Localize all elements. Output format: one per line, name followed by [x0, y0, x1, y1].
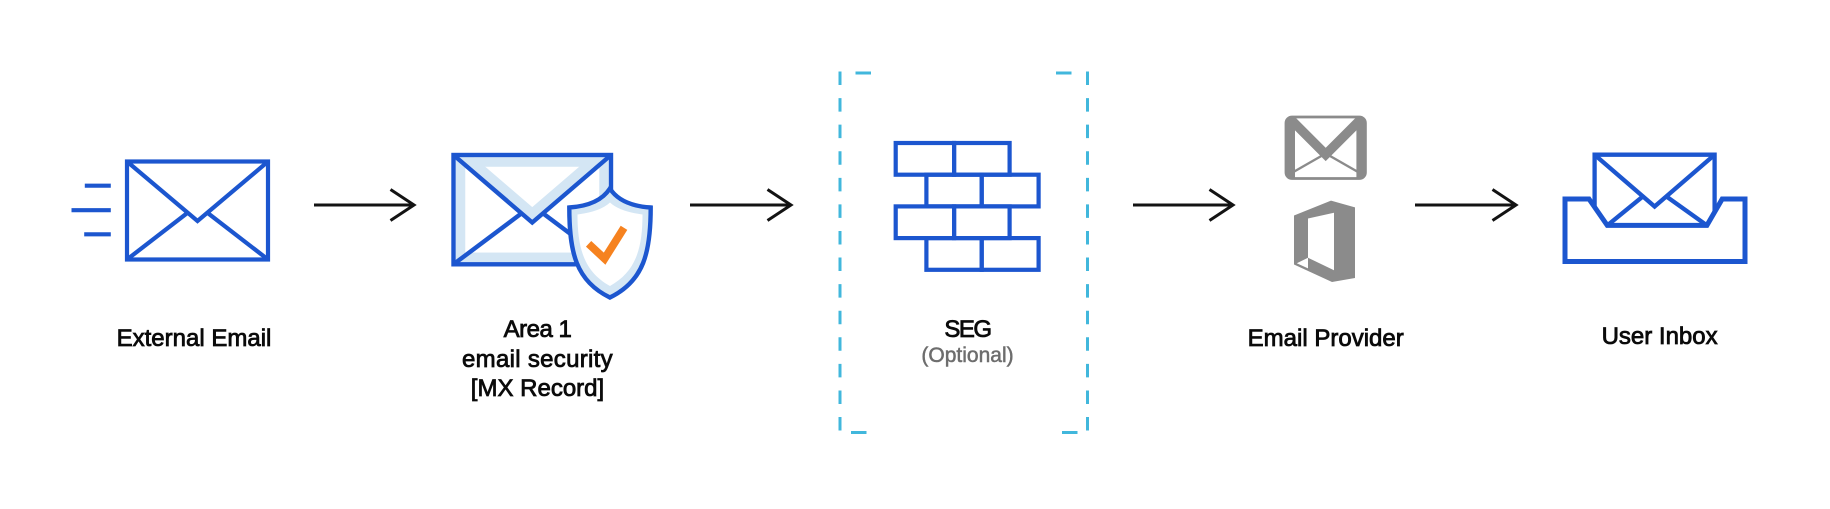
envelope-fold-left	[1605, 195, 1644, 228]
gmail-m-bar-left	[1286, 117, 1295, 179]
envelope-speed-icon	[71, 159, 271, 262]
optional-dashed-box	[838, 71, 1089, 434]
envelope-flap	[125, 159, 270, 224]
brick-row1-left	[893, 140, 957, 177]
envelope-inner-flap	[459, 157, 605, 220]
arrow-head	[1208, 188, 1236, 222]
brick-row4-right	[979, 236, 1041, 272]
arrow-1	[314, 188, 417, 222]
brick-row2-left	[924, 172, 984, 209]
label-user-inbox: User Inbox	[1601, 323, 1718, 351]
arrow-head	[1491, 188, 1519, 222]
arrow-head	[766, 188, 794, 222]
label-area1-line1: Area 1	[503, 316, 572, 344]
brick-row2-right	[979, 172, 1041, 209]
office-icon	[1294, 200, 1355, 282]
arrow-2	[690, 188, 794, 222]
brick-row3-left	[893, 204, 957, 241]
label-area1-line2: email security	[462, 345, 613, 373]
inbox-tray-envelope-icon	[1562, 152, 1748, 264]
gmail-thin-fold-left	[1291, 152, 1327, 174]
envelope-fold-left	[125, 211, 189, 262]
gmail-m-vee	[1286, 117, 1366, 162]
label-external-email: External Email	[116, 325, 272, 353]
arrow-4	[1415, 188, 1519, 222]
office-inner-fold	[1296, 257, 1308, 269]
check-icon	[585, 225, 628, 265]
brick-row1-right	[951, 140, 1012, 177]
gmail-m-bar-right	[1356, 117, 1366, 179]
arrow-head	[389, 188, 417, 222]
gmail-thin-fold-right	[1325, 152, 1360, 174]
label-seg: SEG	[944, 315, 992, 343]
label-email-provider: Email Provider	[1247, 325, 1404, 353]
envelope-body	[124, 159, 271, 262]
label-seg-optional: (Optional)	[921, 343, 1014, 367]
envelope-fold-right	[206, 211, 270, 262]
brick-row3-right	[951, 204, 1012, 241]
arrow-3	[1133, 188, 1236, 222]
envelope-fold-right	[1665, 195, 1709, 228]
label-area1-line3: [MX Record]	[470, 375, 605, 403]
inbox-tray	[1562, 196, 1748, 264]
envelope-shield-check-icon	[451, 152, 653, 300]
envelope-body	[1592, 152, 1717, 213]
label-area1: Area 1 email security [MX Record]	[462, 315, 613, 404]
firewall-brick-wall-icon	[893, 140, 1041, 272]
envelope-flap	[1593, 153, 1717, 210]
brick-row4-left	[924, 236, 984, 272]
envelope-flap	[452, 153, 613, 226]
gmail-icon	[1284, 115, 1367, 180]
gmail-outline	[1284, 115, 1367, 180]
envelope-fold-left	[452, 211, 523, 267]
office-inner-page	[1308, 212, 1334, 271]
